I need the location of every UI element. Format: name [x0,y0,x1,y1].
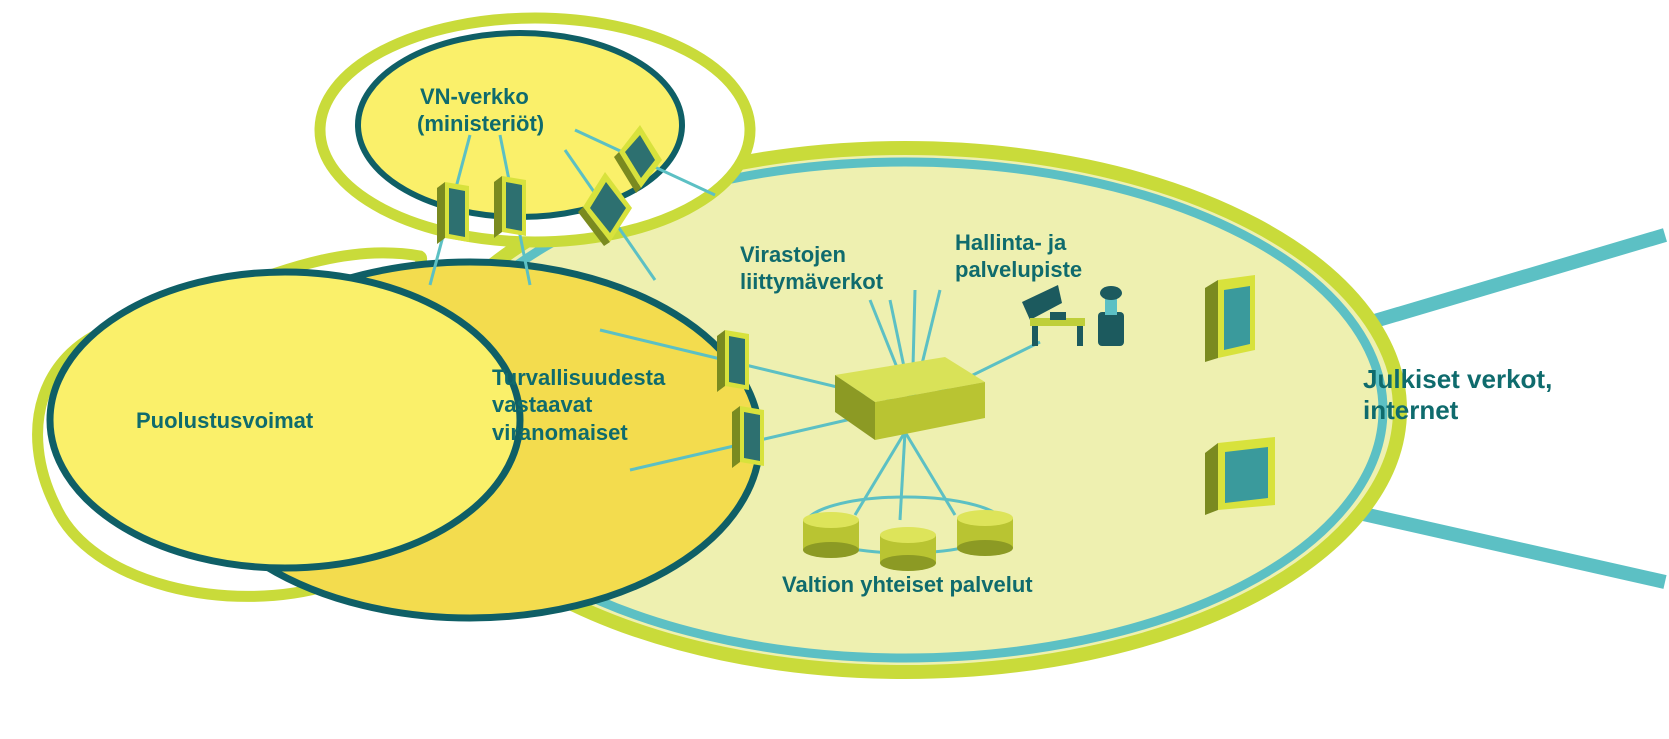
ministeriot-label: (ministeriöt) [417,111,544,136]
firewall-icon [1205,437,1275,515]
virastojen-label-line1: Virastojen [740,242,846,267]
database-icon [957,510,1013,556]
defence-forces-area [46,268,524,572]
hallinta-label-line2: palvelupiste [955,257,1082,282]
turvallisuus-label-line3: viranomaiset [492,420,628,445]
vn-verkko-label: VN-verkko [420,84,529,109]
firewall-icon [494,176,526,238]
firewall-icon [578,172,632,246]
hallinta-label-line1: Hallinta- ja [955,230,1067,255]
valtion-palvelut-label: Valtion yhteiset palvelut [782,572,1033,597]
turvallisuus-label-line2: vastaavat [492,392,593,417]
julkiset-verkot-label-line2: internet [1363,395,1459,425]
puolustusvoimat-label: Puolustusvoimat [136,408,314,433]
firewall-icon [717,330,749,392]
firewall-icon [437,182,469,244]
database-icon [803,512,859,558]
firewall-icon [614,125,662,193]
database-icon [880,527,936,571]
workstation-icon [1022,285,1124,346]
virastojen-label-line2: liittymäverkot [740,269,884,294]
turvallisuus-label-line1: Turvallisuudesta [492,365,666,390]
firewall-icon [1205,275,1255,362]
firewall-icon [732,406,764,468]
network-hub-icon [835,357,985,440]
julkiset-verkot-label-line1: Julkiset verkot, [1363,364,1552,394]
